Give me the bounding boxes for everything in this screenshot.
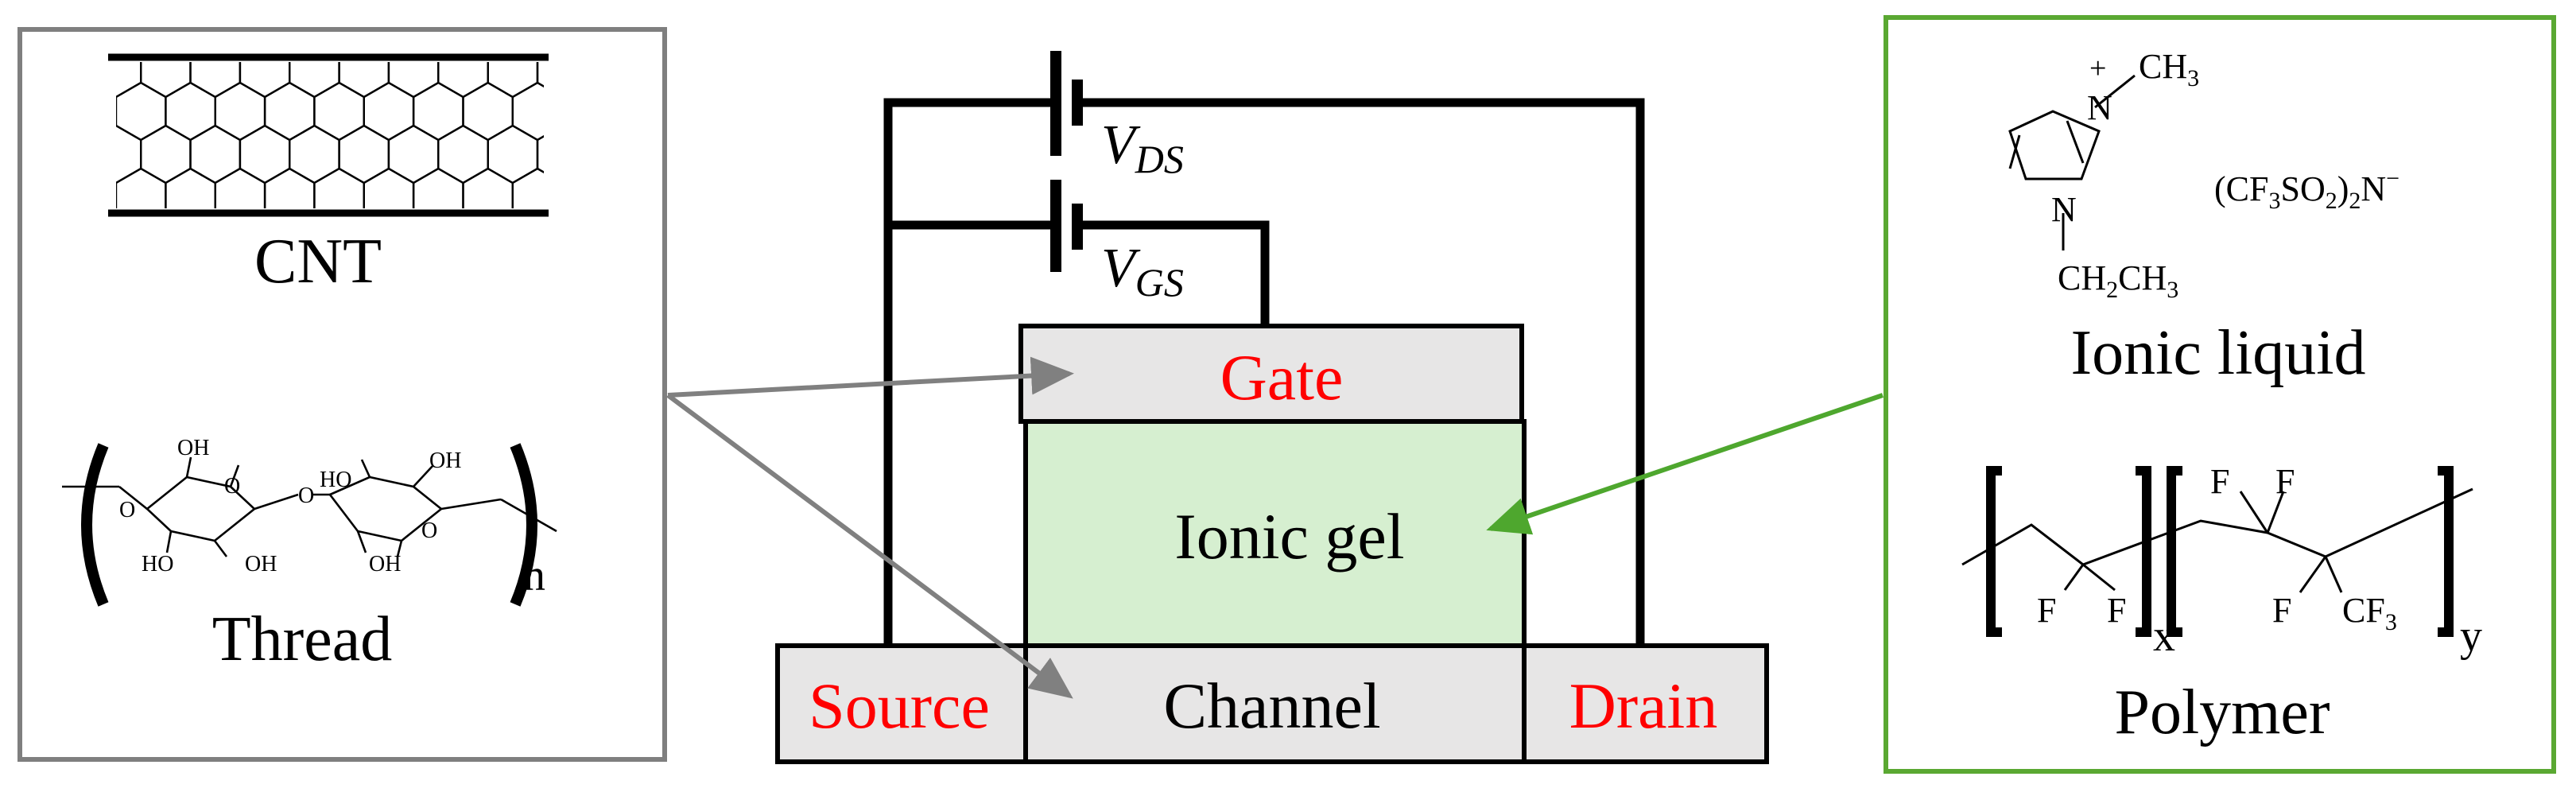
o-label: O [421, 518, 437, 543]
ionic-liquid-label: Ionic liquid [2070, 318, 2365, 388]
drain-box [1522, 643, 1769, 764]
cnt-hexagon [165, 167, 216, 208]
plus-sign: + [2089, 52, 2106, 85]
cnt-hexagon [263, 167, 316, 208]
ethyl-label: CH2CH3 [2058, 258, 2178, 303]
gate-box [1018, 324, 1524, 424]
cellulose-atom-labels: OH OH HO O O O O HO OH OH [119, 436, 461, 577]
source-label: Source [809, 670, 990, 742]
cnt-hexagon [214, 167, 266, 208]
circuit-wires [883, 98, 1645, 646]
gate-label: Gate [1220, 341, 1344, 413]
polymer-label: Polymer [2114, 677, 2330, 747]
subscript-x: x [2153, 611, 2175, 661]
n-plus-label: N [2087, 88, 2112, 127]
channel-label: Channel [1163, 670, 1380, 742]
vgs-label: VGS [1101, 238, 1184, 305]
anion-label: (CF3SO2)2N− [2214, 165, 2399, 214]
fluorine-label: F [2210, 462, 2229, 501]
fluorine-label: F [2037, 591, 2056, 630]
battery-vgs-icon [1050, 180, 1083, 272]
methyl-label: CH3 [2139, 47, 2199, 91]
cnt-hexagon [511, 167, 544, 208]
ionic-gel-box [1023, 419, 1527, 648]
arrow-to-channel [666, 393, 1073, 699]
polymer-structure-icon [1961, 466, 2473, 637]
ho-label: HO [320, 468, 351, 492]
source-box [775, 643, 1028, 764]
cf3-label: CF3 [2342, 591, 2397, 635]
o-label: O [119, 498, 135, 522]
cellulose-structure-icon [62, 443, 557, 607]
cnt-icon [108, 53, 549, 217]
arrow-to-ionic-gel [1486, 393, 1884, 535]
oh-label: OH [429, 448, 461, 473]
right-panel-frame [1884, 15, 2556, 774]
drain-label: Drain [1569, 670, 1718, 742]
cnt-hexagon [412, 167, 464, 208]
cnt-hexagon [363, 167, 415, 208]
vds-label: VDS [1101, 115, 1184, 181]
o-label: O [298, 483, 314, 508]
ionic-gel-label: Ionic gel [1174, 500, 1404, 573]
o-label: O [224, 474, 240, 499]
cnt-label: CNT [254, 227, 382, 297]
fluorine-label: F [2272, 591, 2291, 630]
cnt-hexagon [462, 167, 514, 208]
oh-label: OH [245, 552, 277, 577]
thread-subscript: n [523, 551, 545, 600]
subscript-y: y [2460, 611, 2482, 661]
ho-label: HO [142, 552, 173, 577]
cnt-hexagon [116, 167, 167, 208]
oh-label: OH [177, 436, 209, 460]
fluorine-label: F [2275, 462, 2295, 501]
cnt-hexagon [313, 167, 365, 208]
oh-label: OH [369, 552, 401, 577]
imidazolium-atom-labels: N + CH3 N CH2CH3 [2051, 47, 2199, 303]
thread-label: Thread [212, 604, 393, 674]
imidazolium-structure-icon [2008, 74, 2136, 250]
n-label: N [2051, 190, 2077, 229]
channel-box [1023, 643, 1527, 764]
left-panel-frame [17, 27, 667, 762]
fluorine-label: F [2107, 591, 2126, 630]
battery-vds-icon [1050, 51, 1083, 156]
polymer-atom-labels: F F F F F CF3 x y [2037, 462, 2482, 661]
arrow-to-gate [667, 356, 1074, 398]
